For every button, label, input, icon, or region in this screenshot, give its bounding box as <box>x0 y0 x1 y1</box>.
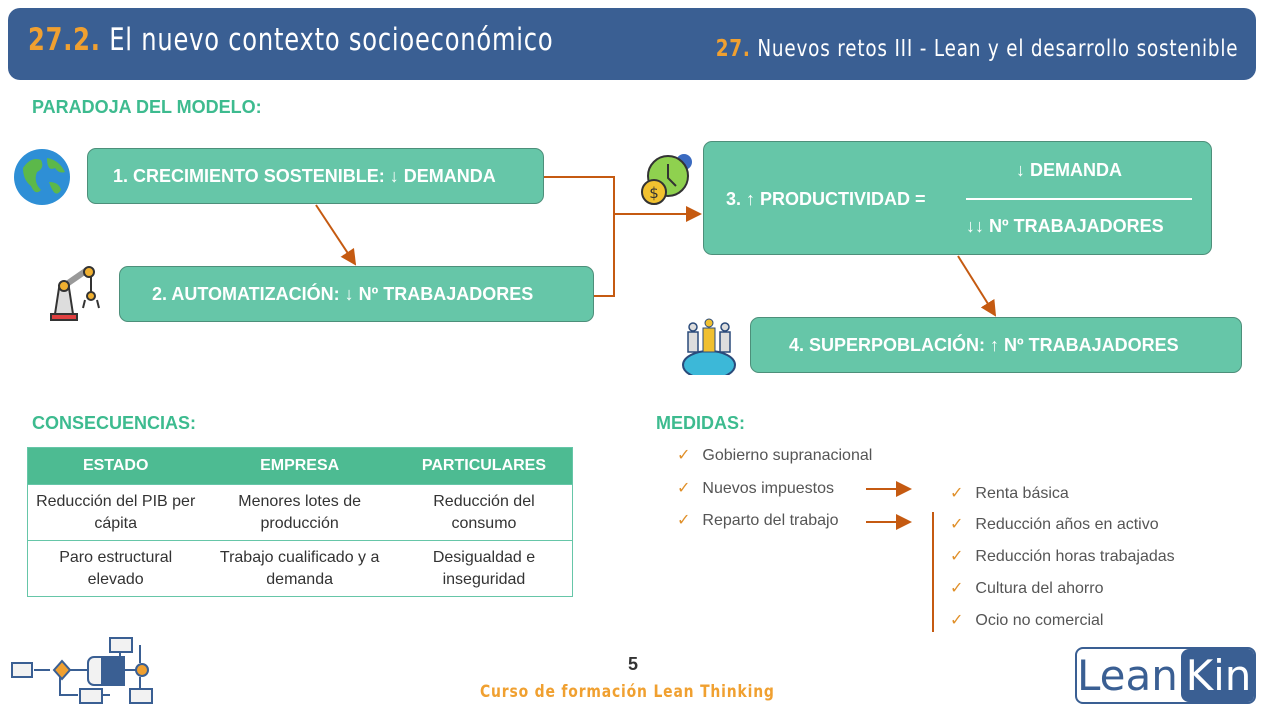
table-cell: Reducción del PIB per cápita <box>27 484 204 541</box>
item-text: Ocio no comercial <box>975 612 1104 629</box>
overpopulation-icon <box>682 318 736 375</box>
course-title-text: Nuevos retos III - Lean y el desarrollo … <box>756 36 1238 62</box>
list-item: ✓ Nuevos impuestos <box>677 478 834 498</box>
table-cell: Desigualdad e inseguridad <box>395 540 573 597</box>
item-text: Renta básica <box>975 485 1069 502</box>
globe-icon <box>14 149 70 205</box>
consequences-table: ESTADO EMPRESA PARTICULARES Reducción de… <box>27 447 573 597</box>
logo-text-kin: Kin <box>1181 649 1254 702</box>
box-automation: 2. AUTOMATIZACIÓN: ↓ Nº TRABAJADORES <box>119 266 594 322</box>
header-bar: 27.2. El nuevo contexto socioeconómico 2… <box>8 8 1256 80</box>
item-text: Reducción años en activo <box>975 516 1159 533</box>
table-cell: Menores lotes de producción <box>203 484 396 541</box>
sub-list-item: ✓ Cultura del ahorro <box>950 578 1103 598</box>
check-icon: ✓ <box>950 516 964 533</box>
table-cell: Trabajo cualificado y a demanda <box>203 540 396 597</box>
consequences-heading: CONSECUENCIAS: <box>32 413 197 433</box>
process-flow-icon <box>11 637 153 704</box>
section-number: 27.2. <box>28 22 101 58</box>
item-text: Reparto del trabajo <box>702 512 839 529</box>
robot-arm-icon <box>50 266 100 321</box>
column-header: ESTADO <box>27 447 204 485</box>
connector-line <box>544 176 615 297</box>
fraction-denominator: ↓↓ Nº TRABAJADORES <box>966 216 1164 236</box>
check-icon: ✓ <box>677 447 691 464</box>
footer-course: Curso de formación Lean Thinking <box>480 682 775 702</box>
sub-list-item: ✓ Renta básica <box>950 483 1069 503</box>
table-header-row: ESTADO EMPRESA PARTICULARES <box>27 447 573 485</box>
check-icon: ✓ <box>677 480 691 497</box>
arrow-to-overpopulation <box>957 255 997 317</box>
box-sustainable-growth: 1. CRECIMIENTO SOSTENIBLE: ↓ DEMANDA <box>87 148 544 204</box>
item-text: Reducción horas trabajadas <box>975 548 1175 565</box>
course-number: 27. <box>715 36 751 62</box>
item-text: Gobierno supranacional <box>702 447 873 464</box>
sub-list-item: ✓ Reducción horas trabajadas <box>950 546 1175 566</box>
check-icon: ✓ <box>677 512 691 529</box>
section-title: El nuevo contexto socioeconómico <box>109 22 554 58</box>
productivity-icon: $ <box>641 154 692 205</box>
arrow-to-automation <box>315 204 357 266</box>
box-overpopulation: 4. SUPERPOBLACIÓN: ↑ Nº TRABAJADORES <box>750 317 1242 373</box>
page-number: 5 <box>628 654 639 674</box>
measures-heading: MEDIDAS: <box>656 413 745 433</box>
check-icon: ✓ <box>950 612 964 629</box>
column-header: PARTICULARES <box>395 447 573 485</box>
leankin-logo: Lean Kin <box>1075 647 1256 704</box>
svg-text:$: $ <box>649 184 659 202</box>
table-cell: Paro estructural elevado <box>27 540 204 597</box>
check-icon: ✓ <box>950 485 964 502</box>
sub-list-item: ✓ Reducción años en activo <box>950 514 1159 534</box>
paradox-heading: PARADOJA DEL MODELO: <box>32 97 262 117</box>
box-productivity: 3. ↑ PRODUCTIVIDAD = ↓ DEMANDA ↓↓ Nº TRA… <box>703 141 1212 255</box>
item-text: Cultura del ahorro <box>975 580 1104 597</box>
table-cell: Reducción del consumo <box>395 484 573 541</box>
course-title: 27. Nuevos retos III - Lean y el desarro… <box>715 36 1238 62</box>
column-header: EMPRESA <box>203 447 396 485</box>
check-icon: ✓ <box>950 580 964 597</box>
check-icon: ✓ <box>950 548 964 565</box>
page-title: 27.2. El nuevo contexto socioeconómico <box>28 22 553 58</box>
fraction-numerator: ↓ DEMANDA <box>1016 160 1122 180</box>
fraction-bar <box>966 198 1192 200</box>
table-row: Reducción del PIB per cápita Menores lot… <box>27 484 573 541</box>
sub-list-item: ✓ Ocio no comercial <box>950 610 1103 630</box>
productivity-label: 3. ↑ PRODUCTIVIDAD = <box>726 189 926 209</box>
table-row: Paro estructural elevado Trabajo cualifi… <box>27 540 573 597</box>
list-item: ✓ Gobierno supranacional <box>677 445 872 465</box>
item-text: Nuevos impuestos <box>702 480 835 497</box>
list-item: ✓ Reparto del trabajo <box>677 510 839 530</box>
logo-text-lean: Lean <box>1077 651 1178 700</box>
